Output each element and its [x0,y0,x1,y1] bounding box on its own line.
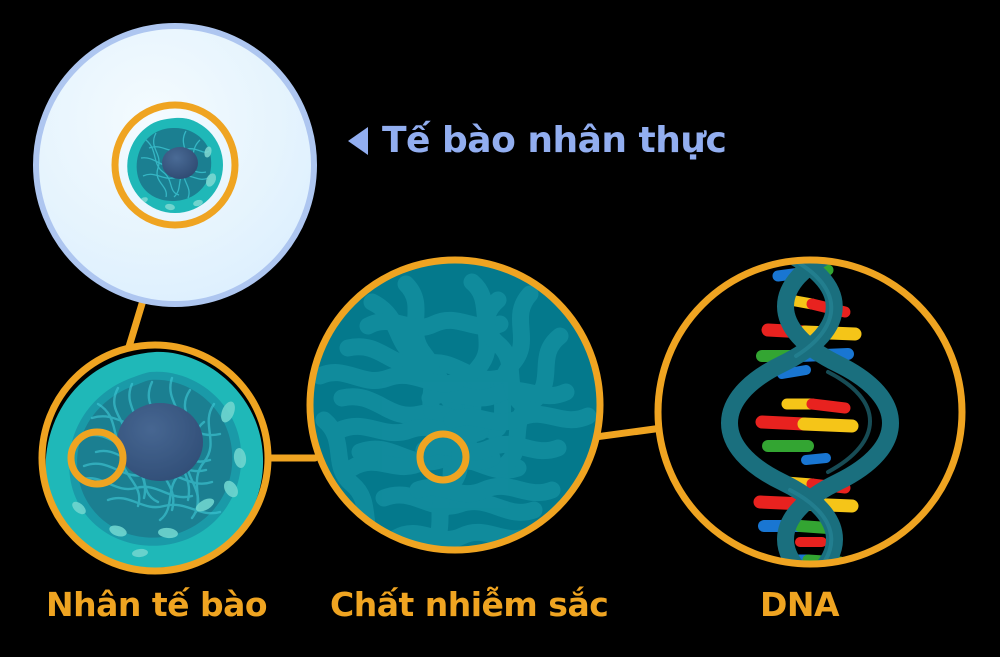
dna-backbone-b [777,263,899,561]
label-dna: DNA [760,585,840,624]
magnifier-ring-cell[interactable] [111,101,239,229]
nucleus-small [127,117,223,213]
nucleolus-small [162,147,198,179]
page-title: Tế bào nhân thực [382,120,727,161]
magnifier-ring-nucleus[interactable] [67,428,127,488]
nucleus-outline[interactable] [38,341,272,575]
magnifier-ring-chromatin[interactable] [416,430,470,484]
dna-backbone-a [721,263,843,561]
left-triangle-marker-icon [348,126,368,155]
panel-nucleus[interactable] [38,340,280,580]
nucleolus-large [117,403,203,481]
chromatin-fill [312,262,598,548]
panel-dna[interactable] [654,250,967,598]
label-chromatin: Chất nhiễm sắc [330,585,609,624]
panel-chromatin[interactable] [306,256,604,554]
diagram-title-row: Tế bào nhân thực [348,120,727,161]
nucleus-body [45,348,265,568]
panel-eukaryotic-cell[interactable] [33,23,317,307]
dna-outline[interactable] [654,256,966,568]
chromatin-outline[interactable] [306,256,604,554]
label-nucleus: Nhân tế bào [46,585,268,624]
